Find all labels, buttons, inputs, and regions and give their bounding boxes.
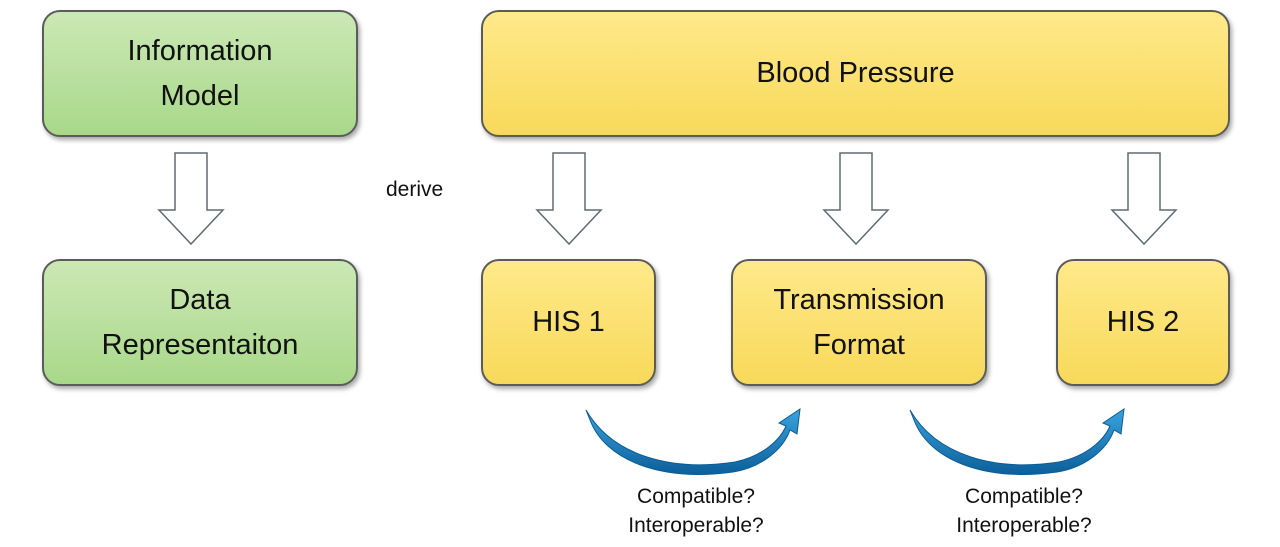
blood-pressure-box: Blood Pressure xyxy=(481,10,1230,137)
derive-label: derive xyxy=(386,178,444,201)
curved-arrow-2 xyxy=(909,407,1125,475)
his2-box: HIS 2 xyxy=(1056,259,1230,386)
compatibility-question-1: Compatible? Interoperable? xyxy=(628,485,764,537)
information-model-box: Information Model xyxy=(42,10,358,137)
data-representation-label: Data Representaiton xyxy=(101,283,299,361)
transmission-format-label: Transmission Format xyxy=(773,283,945,361)
his2-label: HIS 2 xyxy=(1106,306,1180,339)
his1-box: HIS 1 xyxy=(481,259,656,386)
data-representation-box: Data Representaiton xyxy=(42,259,358,386)
down-arrow-his1 xyxy=(535,152,603,246)
information-model-label: Information Model xyxy=(127,34,273,112)
his1-label: HIS 1 xyxy=(532,306,605,339)
transmission-format-box: Transmission Format xyxy=(731,259,987,386)
down-arrow-left xyxy=(157,152,225,246)
compatibility-question-2: Compatible? Interoperable? xyxy=(956,485,1092,537)
curved-arrow-1 xyxy=(585,407,801,475)
down-arrow-his2 xyxy=(1110,152,1178,246)
blood-pressure-label: Blood Pressure xyxy=(756,57,955,90)
down-arrow-transmission xyxy=(822,152,890,246)
